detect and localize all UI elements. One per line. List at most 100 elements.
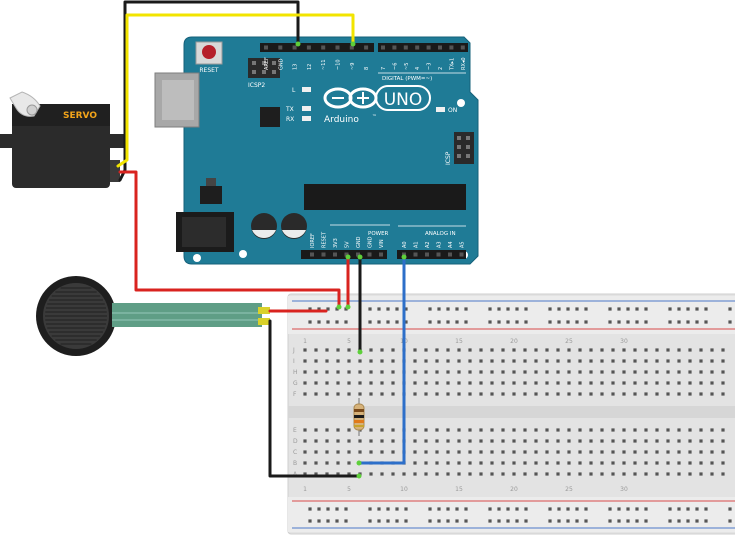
breadboard-hole xyxy=(611,461,615,465)
breadboard-hole xyxy=(567,450,571,454)
breadboard-hole xyxy=(566,519,570,523)
led-on xyxy=(436,107,445,112)
breadboard-hole xyxy=(548,507,552,511)
breadboard-hole xyxy=(699,359,703,363)
breadboard-hole xyxy=(369,472,373,476)
breadboard-hole xyxy=(633,359,637,363)
breadboard-hole xyxy=(391,439,395,443)
usb-chip xyxy=(260,107,280,127)
breadboard-hole xyxy=(523,461,527,465)
connection-point xyxy=(357,349,363,355)
breadboard-hole xyxy=(468,439,472,443)
breadboard-hole xyxy=(699,392,703,396)
breadboard-hole xyxy=(611,428,615,432)
force-sensitive-resistor xyxy=(36,276,270,356)
breadboard-hole xyxy=(721,392,725,396)
breadboard-hole xyxy=(347,370,351,374)
breadboard-hole xyxy=(515,307,519,311)
breadboard-hole xyxy=(404,320,408,324)
breadboard-hole xyxy=(488,320,492,324)
digital-label: DIGITAL (PWM=~) xyxy=(382,76,432,82)
breadboard-hole xyxy=(344,320,348,324)
breadboard-hole xyxy=(600,428,604,432)
breadboard-hole xyxy=(395,307,399,311)
pin-socket xyxy=(426,45,431,50)
breadboard-hole xyxy=(600,381,604,385)
row-letter: G xyxy=(293,380,298,387)
resistor xyxy=(353,398,365,436)
breadboard-hole xyxy=(446,428,450,432)
breadboard-hole xyxy=(446,507,450,511)
breadboard-hole xyxy=(589,439,593,443)
resistor-band xyxy=(354,420,364,423)
breadboard-hole xyxy=(545,381,549,385)
breadboard-hole xyxy=(655,461,659,465)
breadboard-hole xyxy=(545,348,549,352)
bottom-power-rail xyxy=(288,497,735,532)
breadboard-hole xyxy=(347,461,351,465)
breadboard-hole xyxy=(666,428,670,432)
breadboard-hole xyxy=(545,370,549,374)
breadboard-hole xyxy=(728,320,732,324)
breadboard-hole xyxy=(404,507,408,511)
breadboard-hole xyxy=(424,359,428,363)
breadboard-hole xyxy=(589,450,593,454)
breadboard-hole xyxy=(325,359,329,363)
pin-socket xyxy=(356,252,360,257)
breadboard-hole xyxy=(677,428,681,432)
breadboard-hole xyxy=(435,450,439,454)
connection-point xyxy=(356,460,362,466)
breadboard-hole xyxy=(633,381,637,385)
breadboard-hole xyxy=(497,307,501,311)
breadboard-hole xyxy=(501,348,505,352)
breadboard-hole xyxy=(699,348,703,352)
breadboard-hole xyxy=(668,307,672,311)
breadboard-hole xyxy=(464,320,468,324)
breadboard-hole xyxy=(435,461,439,465)
breadboard-hole xyxy=(600,461,604,465)
breadboard-hole xyxy=(380,370,384,374)
breadboard-hole xyxy=(523,428,527,432)
breadboard-hole xyxy=(512,461,516,465)
breadboard-hole xyxy=(501,428,505,432)
column-number: 5 xyxy=(347,486,351,493)
breadboard-hole xyxy=(428,507,432,511)
breadboard-hole xyxy=(635,320,639,324)
breadboard-hole xyxy=(347,450,351,454)
pin-label: 2 xyxy=(438,67,444,70)
breadboard-hole xyxy=(335,519,339,523)
pin-socket xyxy=(459,252,464,257)
breadboard-hole xyxy=(545,461,549,465)
breadboard-hole xyxy=(611,450,615,454)
breadboard-hole xyxy=(589,428,593,432)
mounting-hole xyxy=(457,99,465,107)
breadboard-hole xyxy=(677,392,681,396)
reset-button[interactable] xyxy=(202,45,216,59)
breadboard-hole xyxy=(589,359,593,363)
pin-socket xyxy=(413,252,418,257)
breadboard-hole xyxy=(600,359,604,363)
column-number: 25 xyxy=(565,486,573,493)
breadboard-hole xyxy=(600,450,604,454)
breadboard-hole xyxy=(524,307,528,311)
pin-label: GND xyxy=(356,236,362,248)
wire-servo-signal xyxy=(116,13,355,168)
breadboard-hole xyxy=(686,307,690,311)
breadboard-hole xyxy=(600,439,604,443)
pin-socket xyxy=(306,45,311,50)
breadboard-hole xyxy=(699,461,703,465)
breadboard-hole xyxy=(548,519,552,523)
breadboard-hole xyxy=(567,439,571,443)
pin-label: IOREF xyxy=(310,233,316,248)
row-letter: B xyxy=(293,460,297,467)
servo-mount-tab xyxy=(108,134,124,148)
breadboard-hole xyxy=(424,348,428,352)
column-number: 30 xyxy=(620,338,628,345)
breadboard-hole xyxy=(369,348,373,352)
breadboard-hole xyxy=(344,307,348,311)
breadboard-hole xyxy=(666,450,670,454)
breadboard-hole xyxy=(380,348,384,352)
breadboard-hole xyxy=(314,439,318,443)
pin-socket xyxy=(438,45,442,50)
breadboard-hole xyxy=(611,381,615,385)
